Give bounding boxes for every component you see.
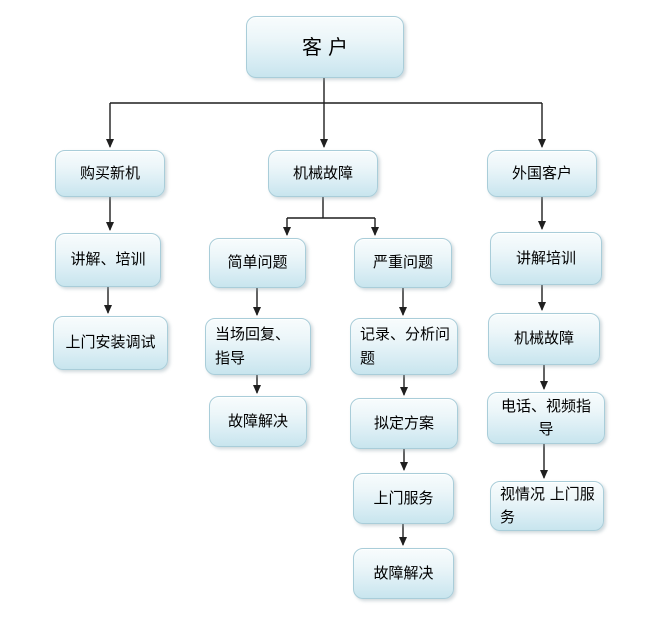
flow-node-buy-new-machine: 购买新机 — [55, 150, 165, 197]
flow-node-simple-problem: 简单问题 — [209, 238, 306, 288]
flow-node-foreign-customer: 外国客户 — [487, 150, 597, 197]
flow-node-serious-problem: 严重问题 — [354, 238, 452, 288]
flow-node-explain-training: 讲解培训 — [490, 232, 602, 285]
flow-node-draft-plan: 拟定方案 — [350, 398, 458, 449]
flow-node-phone-video-guidance: 电话、视频指导 — [487, 392, 605, 444]
flow-node-explain-and-training: 讲解、培训 — [55, 233, 161, 287]
flow-node-mechanical-failure-remote: 机械故障 — [488, 313, 600, 365]
flow-node-problem-solved-serious: 故障解决 — [353, 548, 454, 599]
flow-node-onsite-service-as-needed: 视情况 上门服务 — [490, 481, 604, 531]
flow-node-onsite-install-debug: 上门安装调试 — [53, 316, 168, 370]
flow-node-mechanical-failure: 机械故障 — [268, 150, 378, 197]
flow-node-onsite-reply-guidance: 当场回复、指导 — [205, 318, 311, 375]
flow-node-onsite-service: 上门服务 — [353, 473, 454, 524]
flow-node-customer: 客户 — [246, 16, 404, 78]
flow-node-problem-solved-simple: 故障解决 — [209, 396, 307, 447]
flow-node-record-analyze-problem: 记录、分析问题 — [350, 318, 458, 375]
